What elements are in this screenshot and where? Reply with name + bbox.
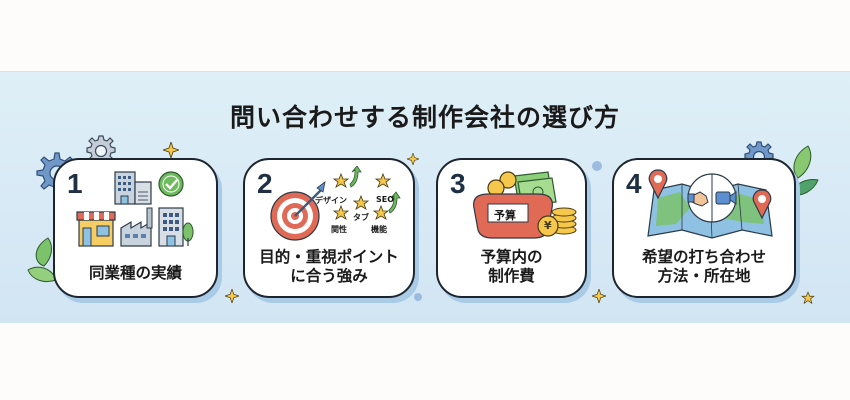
- buildings-with-check-icon: [75, 168, 205, 250]
- card-label: 同業種の実績: [88, 264, 182, 282]
- card-meeting-location: 4 希望の打ち合わせ 方法・所在地: [612, 158, 796, 298]
- star-icon: [801, 291, 815, 305]
- card-label: 予算内の 制作費: [480, 248, 543, 285]
- purse-label: 予算: [494, 209, 516, 222]
- card-purpose-strengths: 2 デザイン SEO タブ 関性 機能 目的・重: [243, 158, 415, 298]
- map-with-meeting-icon: [646, 168, 776, 242]
- page-title: 問い合わせする制作会社の選び方: [229, 103, 620, 132]
- card-number: 3: [450, 168, 466, 199]
- dot-decoration: [592, 161, 602, 171]
- tag-tab: タブ: [353, 213, 369, 222]
- sparkle-icon: [592, 289, 606, 303]
- tag-seo: SEO: [376, 195, 395, 204]
- tag-function: 機能: [371, 225, 387, 234]
- sparkle-icon: [407, 153, 419, 165]
- dot-decoration: [414, 293, 422, 301]
- tag-design: デザイン: [315, 196, 347, 205]
- yen-symbol: ¥: [544, 219, 552, 232]
- sparkle-icon: [225, 289, 239, 303]
- purse-with-yen-icon: [468, 170, 578, 240]
- card-number: 1: [67, 168, 83, 199]
- card-number: 4: [626, 168, 642, 199]
- card-same-industry-experience: 1: [53, 158, 218, 298]
- card-budget: 3 予算 ¥ 予算内の 制作費: [436, 158, 587, 298]
- card-label: 目的・重視ポイント に合う強み: [259, 248, 399, 285]
- tag-attribute: 関性: [331, 225, 347, 234]
- card-label: 希望の打ち合わせ 方法・所在地: [641, 248, 766, 285]
- sparkle-icon: [163, 142, 179, 158]
- target-with-stars-icon: [267, 166, 407, 244]
- leaf-icon: [786, 144, 820, 200]
- card-number: 2: [257, 168, 273, 199]
- leaf-icon: [26, 236, 60, 286]
